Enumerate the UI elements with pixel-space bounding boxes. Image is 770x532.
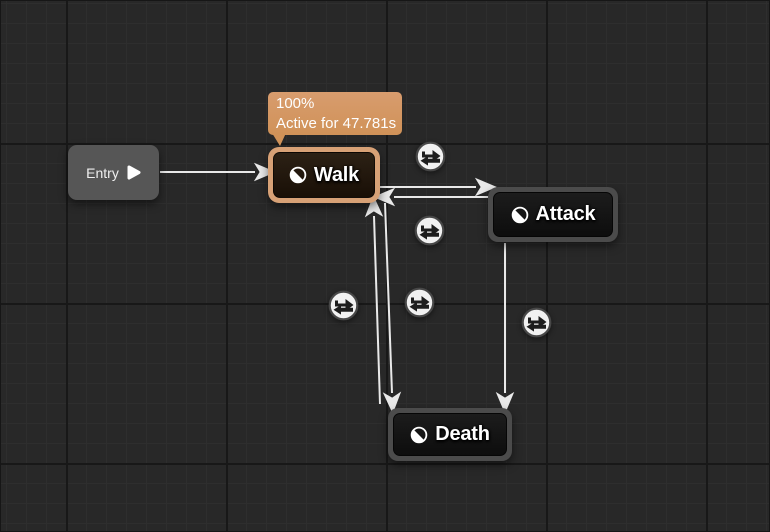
anim-state-icon	[410, 426, 428, 443]
wire-death-to-walk[interactable]	[364, 195, 384, 405]
state-node-death-label: Death	[435, 423, 490, 445]
state-node-walk-label: Walk	[313, 163, 360, 186]
state-node-attack-inner: Attack	[493, 192, 613, 237]
swap-arrows-icon	[521, 307, 552, 338]
entry-play-icon	[127, 165, 141, 180]
anim-state-icon	[289, 166, 307, 184]
state-node-attack[interactable]: Attack	[488, 187, 618, 242]
transition-rule-icon-death-walk[interactable]	[328, 290, 359, 321]
state-node-walk[interactable]: Walk	[268, 147, 380, 203]
state-node-attack-label: Attack	[535, 203, 596, 225]
tooltip-pointer	[272, 133, 286, 146]
swap-arrows-icon	[404, 287, 435, 318]
swap-arrows-icon	[328, 290, 359, 321]
transition-rule-icon-attack-walk[interactable]	[414, 215, 445, 246]
active-state-tooltip: 100% Active for 47.781s	[268, 92, 402, 135]
state-node-walk-inner: Walk	[273, 152, 375, 198]
swap-arrows-icon	[415, 141, 446, 172]
state-node-death-inner: Death	[393, 413, 507, 456]
transition-rule-icon-attack-death[interactable]	[521, 307, 552, 338]
tooltip-active-time: Active for 47.781s	[276, 115, 397, 132]
transition-rule-icon-walk-death[interactable]	[404, 287, 435, 318]
swap-arrows-icon	[414, 215, 445, 246]
entry-node[interactable]: Entry	[68, 145, 159, 200]
entry-node-label: Entry	[86, 164, 119, 181]
state-node-death[interactable]: Death	[388, 408, 512, 461]
anim-state-icon	[511, 206, 528, 223]
tooltip-weight: 100%	[276, 95, 315, 112]
wire-walk-to-death[interactable]	[382, 202, 402, 414]
transition-rule-icon-walk-attack[interactable]	[415, 141, 446, 172]
